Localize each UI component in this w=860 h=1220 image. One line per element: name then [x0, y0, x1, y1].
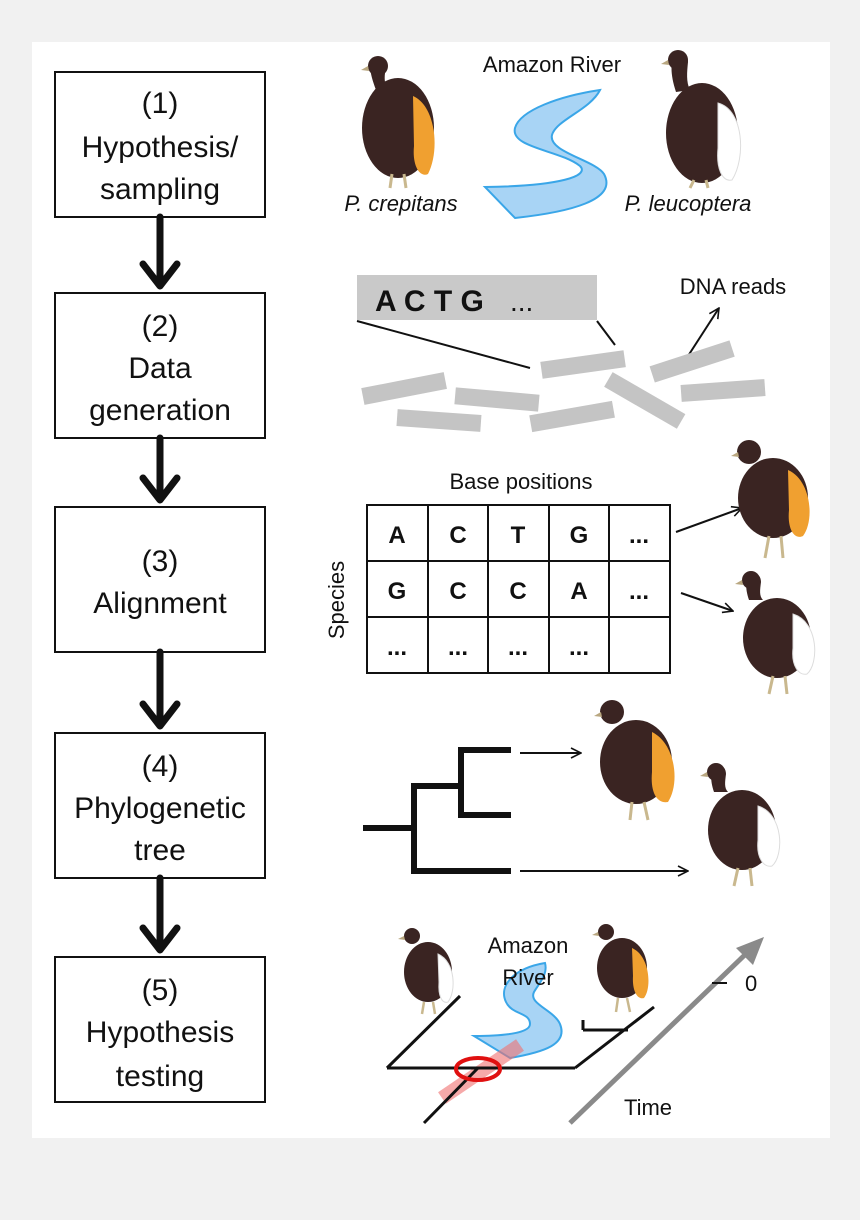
alignment-cell: C: [449, 578, 466, 605]
river-label-top: Amazon River: [483, 52, 621, 77]
amazon-river-icon: [482, 88, 608, 220]
river-label-line-2: River: [502, 965, 553, 990]
step-box-1: [54, 71, 266, 218]
step-1-line-2: Hypothesis/: [82, 131, 239, 164]
panel-alignment: Base positions Species A C T G ... G C C…: [324, 440, 816, 695]
bird-leucoptera-icon: [398, 928, 454, 1015]
bird-crepitans-icon: [361, 56, 435, 189]
step-1-line-1: (1): [142, 87, 179, 120]
step-box-4: [54, 732, 266, 879]
dna-read: [361, 372, 447, 405]
sequence-ellipsis: ...: [510, 286, 533, 317]
step-3-line-1: (3): [142, 545, 179, 578]
alignment-cell: A: [570, 578, 587, 605]
bird-leucoptera-icon: [700, 763, 781, 887]
panel-sampling: Amazon River P. crepitans P. leucoptera: [344, 50, 752, 220]
flow-arrow-3-4: [139, 648, 181, 730]
time-arrow-head: [736, 937, 764, 965]
divergence-node-highlight: [454, 1056, 502, 1082]
step-1-line-3: sampling: [100, 173, 220, 206]
dna-read: [396, 409, 482, 432]
step-2-line-2: Data: [128, 352, 192, 385]
bird-crepitans-icon: [594, 700, 675, 821]
step-5-line-2: Hypothesis: [86, 1016, 234, 1049]
step-box-3: [54, 506, 266, 653]
dna-read: [649, 340, 735, 383]
amazon-river-icon: [470, 961, 563, 1060]
step-box-2: [54, 292, 266, 439]
phylogenetic-tree: [363, 747, 511, 874]
panel-hypothesis-testing: 0 Time Amazon River: [385, 924, 764, 1125]
panel-data-generation: A C T G ... DNA reads: [356, 274, 786, 433]
panel-phylogenetic-tree: [363, 700, 781, 887]
step-4-line-2: Phylogenetic: [74, 792, 246, 825]
alignment-cell: ...: [448, 634, 468, 661]
bird-leucoptera-icon: [661, 50, 742, 189]
dna-reads: [361, 340, 766, 433]
workflow-steps: (1) Hypothesis/ sampling (2) Data genera…: [54, 71, 266, 1103]
dna-read: [540, 350, 626, 379]
sequence-label: A C T G: [375, 285, 484, 318]
time-zero-label: 0: [745, 971, 757, 996]
sequence-read-box: [357, 275, 597, 320]
alignment-cell: ...: [569, 634, 589, 661]
alignment-cell: G: [388, 578, 407, 605]
bird-crepitans-icon: [731, 440, 810, 559]
alignment-cells: A C T G ... G C C A ... ... ... ... ...: [387, 522, 649, 661]
step-3-line-2: Alignment: [93, 587, 227, 620]
step-box-5: [54, 956, 266, 1103]
zoom-line-left: [356, 320, 531, 369]
alignment-cell: ...: [629, 578, 649, 605]
dna-read: [604, 372, 686, 429]
alignment-cell: ...: [629, 522, 649, 549]
alignment-cell: ...: [387, 634, 407, 661]
bird-leucoptera-icon: [735, 571, 816, 695]
alignment-cell: A: [388, 522, 405, 549]
species-left-label: P. crepitans: [344, 191, 457, 216]
time-arrow: [568, 946, 754, 1125]
step-5-line-1: (5): [142, 974, 179, 1007]
flow-arrow-2-3: [139, 434, 181, 504]
step-2-line-3: generation: [89, 394, 231, 427]
dna-read: [680, 379, 766, 402]
alignment-cell: G: [570, 522, 589, 549]
flow-arrow-1-2: [139, 213, 181, 290]
step-4-line-1: (4): [142, 750, 179, 783]
step-5-line-3: testing: [116, 1060, 204, 1093]
alignment-cell: T: [511, 522, 526, 549]
alignment-grid: [366, 504, 671, 674]
step-4-line-3: tree: [134, 834, 186, 867]
row1-to-bird-arrow: [675, 508, 742, 533]
flow-arrow-4-5: [139, 874, 181, 954]
river-label-line-1: Amazon: [488, 933, 569, 958]
row2-to-bird-arrow: [680, 592, 733, 611]
alignment-cell: C: [509, 578, 526, 605]
split-highlight: [438, 1039, 524, 1104]
species-axis-label: Species: [324, 561, 349, 639]
bird-crepitans-icon: [592, 924, 649, 1013]
species-right-label: P. leucoptera: [625, 191, 752, 216]
zoom-line-right: [596, 320, 616, 346]
step-2-line-1: (2): [142, 310, 179, 343]
alignment-cell: C: [449, 522, 466, 549]
dna-read: [454, 387, 540, 412]
dna-reads-arrow: [687, 308, 719, 357]
base-positions-label: Base positions: [449, 469, 592, 494]
dna-read: [529, 400, 615, 433]
alignment-cell: ...: [508, 634, 528, 661]
dna-reads-label: DNA reads: [680, 274, 786, 299]
time-label: Time: [624, 1095, 672, 1120]
